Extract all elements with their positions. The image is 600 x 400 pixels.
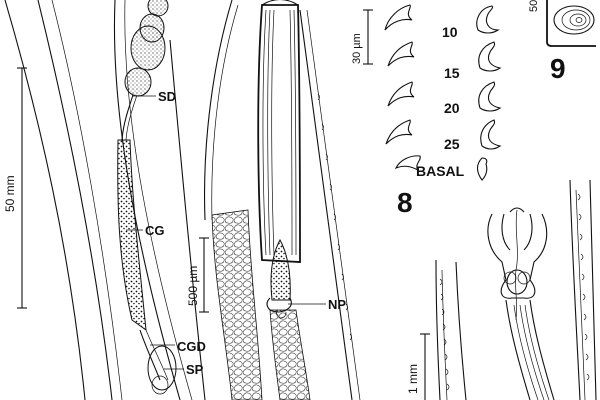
svg-text:500 µm: 500 µm [186, 266, 200, 306]
hook-frontal-15 [478, 41, 502, 72]
testis-lower [130, 25, 166, 71]
hook-row-label-15: 15 [444, 65, 460, 81]
label-sp: SP [186, 362, 204, 377]
hook-lateral-4 [385, 119, 413, 145]
hook-row-label-10: 10 [442, 24, 458, 40]
figure-9: 50 9 [528, 0, 596, 84]
body-outline-inner-1 [37, 0, 113, 400]
svg-text:1 mm: 1 mm [406, 364, 420, 394]
hook-frontal-25 [480, 119, 502, 150]
hook-row-label-25: 25 [444, 136, 460, 152]
sperm-duct [121, 94, 134, 141]
hypodermis-right [269, 309, 311, 400]
figure-bottom-right: 1 mm [406, 179, 597, 400]
figure-left-reproductive-tract: SD CG CGD SP 50 mm [3, 0, 206, 400]
fig9-frame [546, 0, 596, 47]
hook-frontal-20 [478, 81, 502, 112]
fragment-proboscis [487, 207, 555, 400]
label-cg: CG [145, 223, 165, 238]
body-outline-outer [4, 0, 86, 400]
scale-bar-1mm: 1 mm [406, 333, 430, 400]
label-basal: BASAL [416, 163, 465, 179]
figure-number-9: 9 [550, 53, 566, 84]
cerebral-ganglion [270, 238, 291, 301]
proboscis-receptacle [257, 4, 301, 263]
body-wall-left [204, 0, 233, 221]
scale-bar-50mm: 50 mm [3, 67, 27, 309]
scale-bar-30um: 30 µm [351, 9, 373, 65]
hypodermis-left [211, 209, 263, 400]
hook-basal-lateral [394, 155, 421, 172]
seminal-vesicle [124, 67, 152, 97]
hook-row-label-20: 20 [444, 100, 460, 116]
svg-text:30 µm: 30 µm [351, 33, 363, 64]
svg-text:50 mm: 50 mm [3, 175, 17, 212]
body-wall-right [299, 9, 353, 400]
label-cgd: CGD [177, 339, 206, 354]
fragment-right-outer [569, 179, 581, 400]
scale-bar-partial-label: 50 [528, 0, 540, 12]
hook-lateral-2 [387, 41, 415, 67]
figure-8-hooks: 30 µm 10 15 20 25 BASAL 8 [351, 4, 502, 218]
hook-lateral-3 [387, 81, 415, 107]
figure-number-8: 8 [397, 187, 413, 218]
fig9-whorl-outer [553, 5, 595, 35]
hook-lateral-1 [384, 4, 413, 31]
cement-gland-duct [139, 329, 161, 381]
body-outline-right-2 [124, 0, 193, 400]
hook-frontal-basal [476, 157, 488, 181]
hook-frontal-10 [476, 5, 500, 34]
body-outline-inner-2 [51, 0, 123, 400]
cement-gland [117, 139, 147, 332]
fragment-left-outer [435, 259, 441, 400]
label-sd: SD [158, 89, 176, 104]
body-outline-right-3 [169, 39, 206, 400]
label-np: NP [328, 297, 346, 312]
saefftigen-pouch [147, 345, 177, 391]
figure-middle-proboscis: NP 500 µm [186, 0, 361, 400]
scale-bar-500um: 500 µm [186, 237, 209, 313]
